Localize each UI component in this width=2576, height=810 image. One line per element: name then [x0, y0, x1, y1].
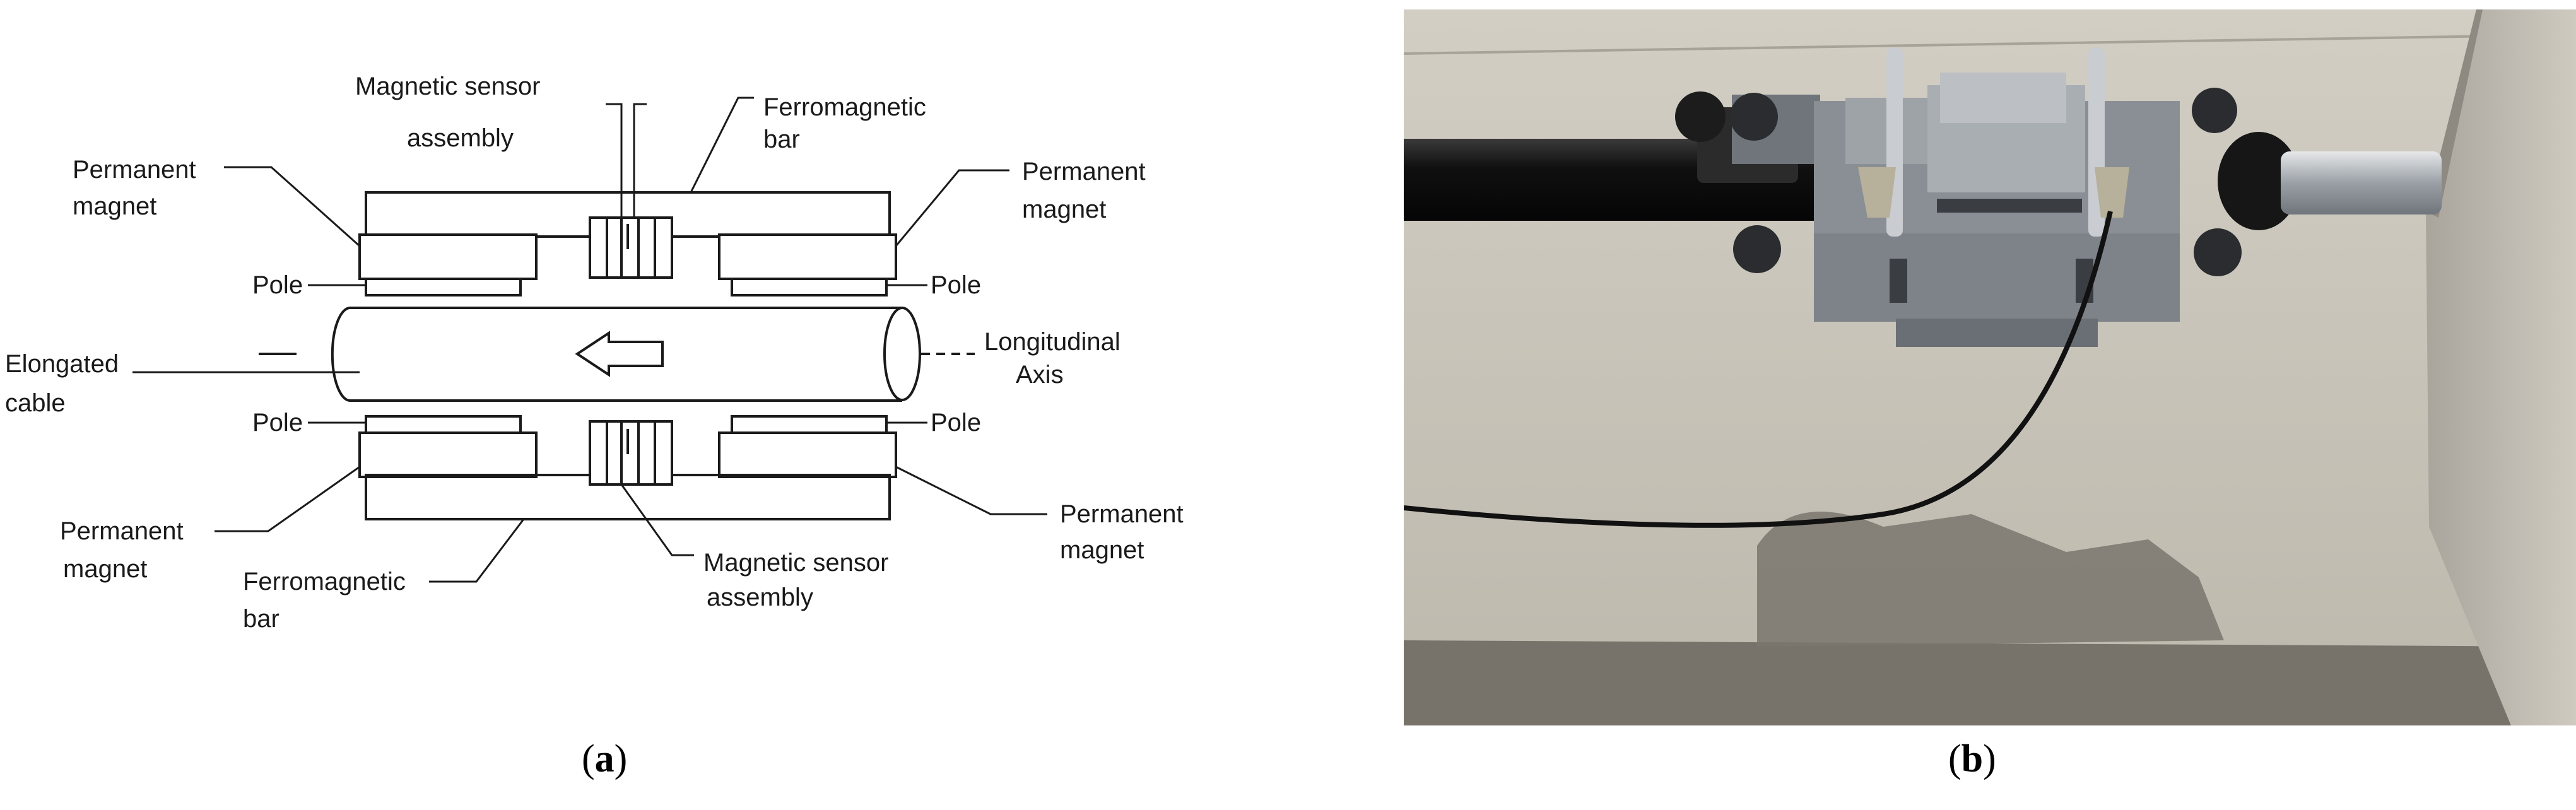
signal-cable — [1404, 211, 2113, 528]
bottom-right-permanent-magnet — [718, 431, 897, 478]
label-pole-tl: Pole — [252, 271, 303, 299]
top-magnetic-sensor-assembly — [589, 216, 673, 279]
photo-svg — [1404, 9, 2576, 725]
label-magnetic-sensor-top: Magnetic sensor — [355, 73, 540, 100]
label-pole-br: Pole — [931, 409, 981, 437]
direction-arrow — [575, 331, 664, 377]
label-permanent-magnet-bl: Permanent — [60, 517, 184, 545]
label-magnetic-sensor-top-2: assembly — [407, 124, 514, 152]
top-left-permanent-magnet — [358, 233, 538, 280]
concrete-anchor-block — [2426, 9, 2576, 725]
magnetic-flux-sensor-diagram: Magnetic sensor assembly Ferromagnetic b… — [5, 73, 1184, 633]
label-permanent-magnet-br-2: magnet — [1060, 536, 1144, 564]
label-permanent-magnet-tl-2: magnet — [73, 192, 156, 220]
label-magnetic-sensor-bottom: Magnetic sensor — [703, 549, 888, 577]
top-right-pole — [731, 278, 888, 296]
label-pole-bl: Pole — [252, 409, 303, 437]
caption-b-letter: b — [1961, 737, 1984, 780]
label-ferromagnetic-bottom-2: bar — [243, 605, 279, 633]
label-permanent-magnet-tl: Permanent — [73, 156, 196, 184]
caption-a-letter: a — [594, 737, 615, 780]
sensor-device — [1697, 47, 2180, 347]
bottom-left-pole — [365, 415, 522, 434]
label-ferromagnetic-top-2: bar — [763, 126, 800, 153]
sensor-device-photo — [1404, 9, 2576, 725]
label-magnetic-sensor-bottom-2: assembly — [707, 584, 813, 611]
rubber-coupling — [2218, 132, 2300, 230]
top-right-permanent-magnet — [718, 233, 897, 280]
label-longitudinal-axis-2: Axis — [1016, 361, 1064, 389]
label-permanent-magnet-bl-2: magnet — [63, 555, 147, 583]
caption-b: (b) — [1948, 737, 1996, 780]
ground-shadow-bottom — [1404, 640, 2576, 725]
elongated-cable — [259, 307, 921, 402]
bottom-right-pole — [731, 415, 888, 434]
label-pole-tr: Pole — [931, 271, 981, 299]
device-shadow — [1757, 512, 2224, 647]
label-permanent-magnet-tr-2: magnet — [1022, 196, 1106, 223]
label-elongated-cable: Elongated — [5, 350, 119, 378]
label-permanent-magnet-tr: Permanent — [1022, 158, 1146, 185]
steel-sleeve — [2281, 151, 2442, 214]
label-ferromagnetic-top: Ferromagnetic — [763, 93, 926, 121]
top-left-pole — [365, 278, 522, 296]
ground-joint-line — [1404, 33, 2576, 55]
diagram-svg: Magnetic sensor assembly Ferromagnetic b… — [5, 73, 1184, 633]
caption-a: (a) — [582, 737, 628, 780]
bottom-magnetic-sensor-assembly — [589, 420, 673, 486]
label-longitudinal-axis: Longitudinal — [984, 328, 1120, 356]
bottom-left-permanent-magnet — [358, 431, 538, 478]
device-wheels — [1675, 88, 2242, 276]
label-elongated-cable-2: cable — [5, 389, 66, 417]
label-ferromagnetic-bottom: Ferromagnetic — [243, 568, 406, 596]
label-permanent-magnet-br: Permanent — [1060, 500, 1184, 528]
leader-lines — [132, 97, 1047, 583]
